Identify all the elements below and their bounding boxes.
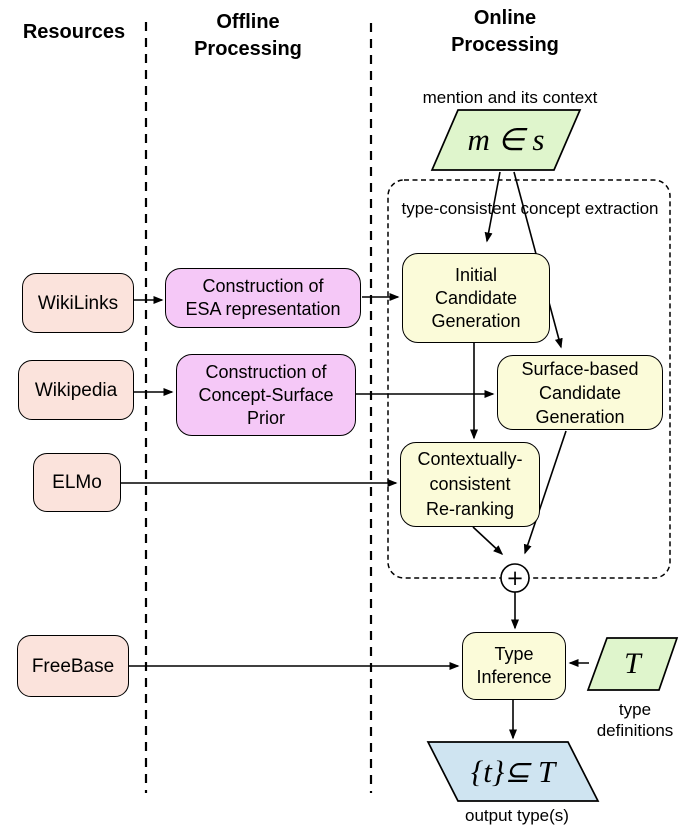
arrow-surface-plus <box>523 430 567 555</box>
esa-construction-box: Construction of ESA representation <box>165 268 361 328</box>
arrow-mention-initial <box>484 171 501 243</box>
elmo-box: ELMo <box>33 453 121 512</box>
type-inference-box: Type Inference <box>462 632 566 700</box>
arrow-contextual-plus <box>472 526 504 556</box>
type-definitions-parallelogram <box>586 637 679 691</box>
wikilinks-box: WikiLinks <box>22 273 134 333</box>
resources-column-header: Resources <box>22 21 126 43</box>
mention-parallelogram <box>430 109 582 171</box>
surface-based-candidate-generation-box: Surface-based Candidate Generation <box>497 355 663 430</box>
output-parallelogram <box>426 741 600 802</box>
wikipedia-box: Wikipedia <box>18 360 134 420</box>
type-definitions-caption: type definitions <box>596 700 674 740</box>
type-definitions-formula: T <box>624 647 641 680</box>
offline-column-header: Offline Processing <box>194 11 302 60</box>
online-column-header: Online Processing <box>451 7 559 56</box>
combine-node-label: + <box>506 565 524 590</box>
initial-candidate-generation-box: Initial Candidate Generation <box>402 253 550 343</box>
output-formula: {t}⊆ T <box>470 753 556 789</box>
output-caption: output type(s) <box>465 806 569 825</box>
extraction-group-caption: type-consistent concept extraction <box>401 199 659 218</box>
contextually-consistent-reranking-box: Contextually- consistent Re-ranking <box>400 442 540 527</box>
combine-node-circle <box>500 563 530 593</box>
mention-caption: mention and its context <box>422 88 598 107</box>
freebase-box: FreeBase <box>17 635 129 697</box>
mention-formula: m ∈ s <box>467 122 545 157</box>
prior-construction-box: Construction of Concept-Surface Prior <box>176 354 356 436</box>
